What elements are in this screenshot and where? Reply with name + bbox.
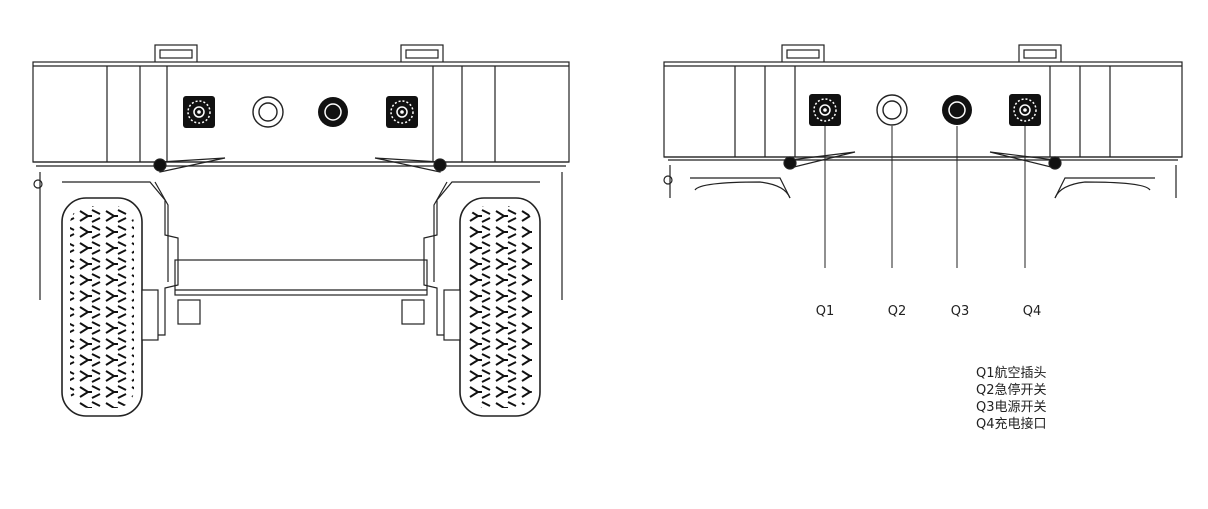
left-view	[32, 44, 570, 417]
legend-item-q3: Q3电源开关	[976, 400, 1047, 415]
callout-q3: Q3	[950, 304, 970, 319]
legend-item-q4: Q4充电接口	[976, 417, 1047, 432]
callout-q4: Q4	[1022, 304, 1042, 319]
callout-q2: Q2	[887, 304, 907, 319]
legend-item-q1: Q1航空插头	[976, 366, 1047, 381]
callout-q1: Q1	[815, 304, 835, 319]
legend-item-q2: Q2急停开关	[976, 383, 1047, 398]
legend: Q1航空插头 Q2急停开关 Q3电源开关 Q4充电接口	[976, 365, 1047, 433]
right-view	[663, 44, 1183, 199]
